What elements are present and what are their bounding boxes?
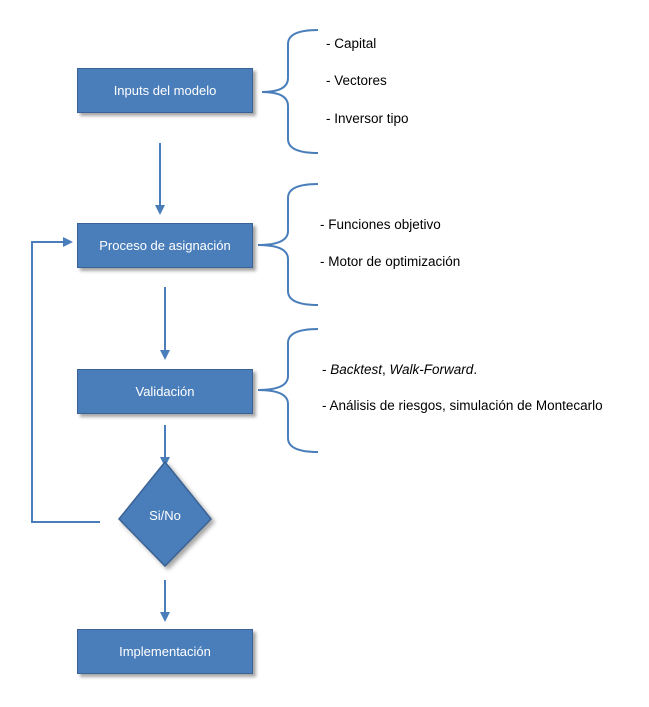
node-decision-label: Si/No <box>149 508 181 523</box>
decision-diamond <box>117 460 213 568</box>
note-analisis-riesgos: - Análisis de riesgos, simulación de Mon… <box>322 398 603 413</box>
note-walk-forward: Walk-Forward <box>389 362 474 377</box>
note-vectores: - Vectores <box>326 73 387 88</box>
note-suffix: . <box>473 362 478 377</box>
note-prefix: - <box>322 362 331 377</box>
note-backtest-walkforward: - Backtest, Walk-Forward. <box>322 362 477 377</box>
node-inputs: Inputs del modelo <box>77 68 253 113</box>
brace-validacion <box>257 328 319 453</box>
note-separator: , <box>382 362 390 377</box>
note-motor-optimizacion: - Motor de optimización <box>320 254 461 269</box>
note-inversor-tipo: - Inversor tipo <box>326 111 409 126</box>
note-backtest: Backtest <box>330 362 383 377</box>
arrow-feedback-loop <box>31 237 100 523</box>
node-asignacion: Proceso de asignación <box>77 223 253 268</box>
note-funciones-objetivo: - Funciones objetivo <box>320 217 441 232</box>
note-capital: - Capital <box>326 36 377 51</box>
node-validacion: Validación <box>77 369 253 414</box>
brace-asignacion <box>257 183 319 306</box>
brace-inputs <box>261 29 319 154</box>
node-implementacion: Implementación <box>77 629 253 674</box>
